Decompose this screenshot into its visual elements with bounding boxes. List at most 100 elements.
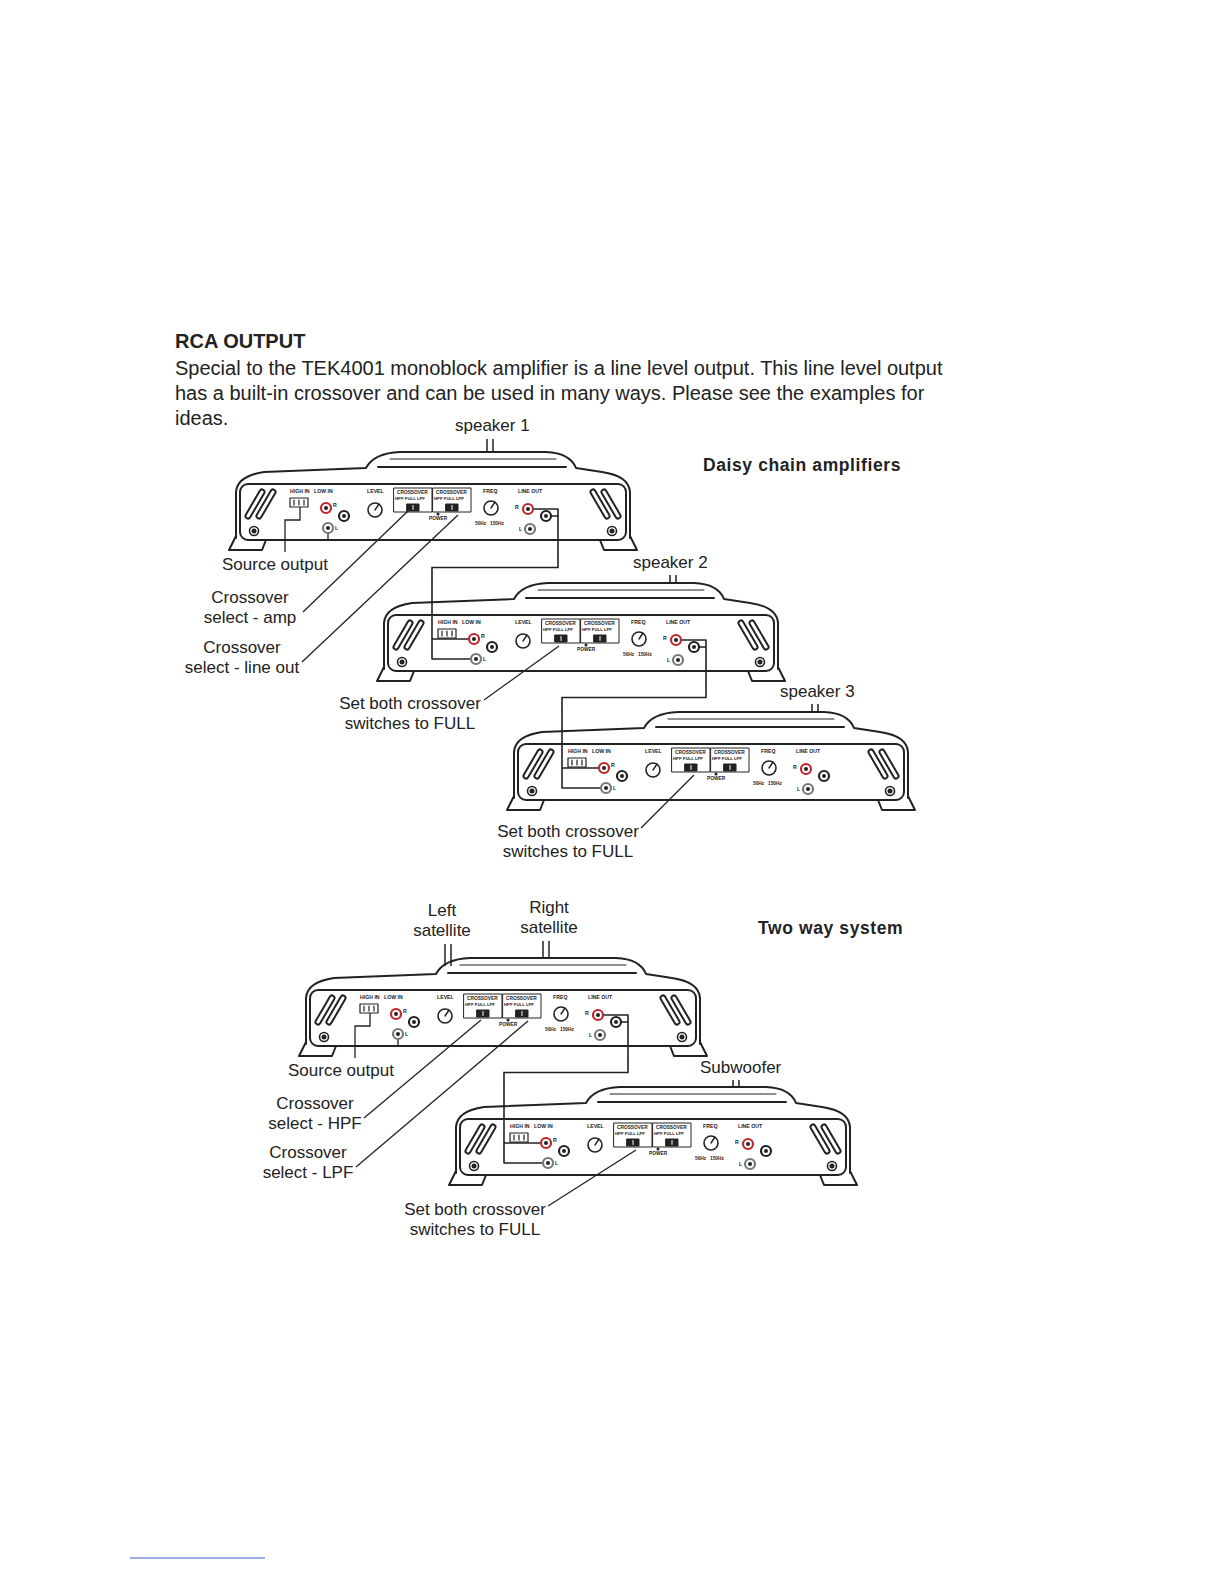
leader-line — [356, 1021, 528, 1167]
panel-label: R — [403, 1009, 407, 1014]
panel-label: L — [667, 658, 670, 663]
panel-label: HPF FULL LPF — [543, 628, 573, 632]
panel-label: 50Hz — [695, 1157, 706, 1162]
panel-label: HIGH IN — [438, 620, 458, 625]
amplifier-illustration — [228, 452, 638, 552]
panel-label: CROSSOVER — [617, 1126, 648, 1131]
callout-label: Daisy chain amplifiers — [703, 455, 901, 475]
panel-label: CROSSOVER — [584, 622, 615, 627]
panel-label: R — [585, 1011, 589, 1016]
panel-label: CROSSOVER — [467, 997, 498, 1002]
panel-label: LINE OUT — [796, 749, 820, 754]
panel-label: HIGH IN — [568, 749, 588, 754]
panel-label: LOW IN — [534, 1124, 553, 1129]
panel-label: LINE OUT — [588, 995, 612, 1000]
panel-label: LOW IN — [592, 749, 611, 754]
panel-label: L — [797, 787, 800, 792]
panel-label: HPF FULL LPF — [504, 1003, 534, 1007]
amplifier: HIGH INLOW INRLLEVELCROSSOVERHPF FULL LP… — [448, 1087, 858, 1187]
panel-label: LINE OUT — [666, 620, 690, 625]
callout-label: Crossover select - amp — [189, 588, 311, 628]
leader-line — [641, 775, 694, 828]
callout-label: Two way system — [758, 918, 903, 938]
panel-label: R — [735, 1140, 739, 1145]
callout-label: Set both crossover switches to FULL — [335, 694, 485, 734]
amplifier: HIGH INLOW INRLLEVELCROSSOVERHPF FULL LP… — [298, 958, 708, 1058]
callout-label: Crossover select - HPF — [254, 1094, 376, 1134]
heading: RCA OUTPUT — [175, 329, 305, 353]
callout-label: Set both crossover switches to FULL — [493, 822, 643, 862]
panel-label: FREQ — [553, 995, 567, 1000]
amplifier-illustration — [506, 712, 916, 812]
amplifier: HIGH INLOW INRLLEVELCROSSOVERHPF FULL LP… — [376, 583, 786, 683]
body-text: Special to the TEK4001 monoblock amplifi… — [175, 356, 965, 431]
leader-line — [548, 1150, 636, 1206]
panel-label: LEVEL — [587, 1124, 604, 1129]
rca-cable — [562, 683, 706, 712]
panel-label: HIGH IN — [510, 1124, 530, 1129]
panel-label: HPF FULL LPF — [673, 757, 703, 761]
amplifier-illustration — [448, 1087, 858, 1187]
callout-label: speaker 2 — [633, 553, 708, 573]
speaker-wire — [487, 439, 493, 452]
panel-label: 150Hz — [490, 522, 504, 527]
callout-label: Crossover select - LPF — [247, 1143, 369, 1183]
callout-label: speaker 1 — [455, 416, 530, 436]
panel-label: FREQ — [631, 620, 645, 625]
panel-label: CROSSOVER — [397, 491, 428, 496]
callout-label: Source output — [288, 1061, 394, 1081]
panel-label: POWER — [577, 648, 595, 653]
panel-label: LINE OUT — [518, 489, 542, 494]
panel-label: POWER — [499, 1023, 517, 1028]
panel-label: L — [519, 527, 522, 532]
panel-label: R — [553, 1138, 557, 1143]
panel-label: LEVEL — [367, 489, 384, 494]
panel-label: HIGH IN — [360, 995, 380, 1000]
panel-label: CROSSOVER — [656, 1126, 687, 1131]
panel-label: POWER — [429, 517, 447, 522]
panel-label: HIGH IN — [290, 489, 310, 494]
panel-label: LINE OUT — [738, 1124, 762, 1129]
amplifier: HIGH INLOW INRLLEVELCROSSOVERHPF FULL LP… — [228, 452, 638, 552]
panel-label: L — [335, 526, 338, 531]
panel-label: L — [483, 657, 486, 662]
panel-label: R — [611, 763, 615, 768]
panel-label: 150Hz — [768, 782, 782, 787]
callout-label: Subwoofer — [700, 1058, 781, 1078]
panel-label: CROSSOVER — [675, 751, 706, 756]
panel-label: HPF FULL LPF — [654, 1132, 684, 1136]
panel-label: HPF FULL LPF — [465, 1003, 495, 1007]
callout-label: Crossover select - line out — [181, 638, 303, 678]
panel-label: 150Hz — [638, 653, 652, 658]
leader-line — [484, 646, 559, 700]
panel-label: FREQ — [703, 1124, 717, 1129]
panel-label: R — [515, 505, 519, 510]
speaker-wire — [812, 704, 818, 712]
panel-label: 150Hz — [560, 1028, 574, 1033]
speaker-wire — [670, 575, 676, 583]
panel-label: L — [613, 786, 616, 791]
panel-label: CROSSOVER — [545, 622, 576, 627]
panel-label: 50Hz — [545, 1028, 556, 1033]
panel-label: CROSSOVER — [714, 751, 745, 756]
panel-label: LOW IN — [384, 995, 403, 1000]
panel-label: 50Hz — [753, 782, 764, 787]
amplifier-illustration — [298, 958, 708, 1058]
source-leader — [285, 507, 328, 552]
panel-label: FREQ — [761, 749, 775, 754]
callout-label: Left satellite — [407, 901, 477, 941]
panel-label: LEVEL — [645, 749, 662, 754]
panel-label: LEVEL — [437, 995, 454, 1000]
callout-label: speaker 3 — [780, 682, 855, 702]
panel-label: LEVEL — [515, 620, 532, 625]
panel-label: FREQ — [483, 489, 497, 494]
panel-label: R — [333, 503, 337, 508]
panel-label: CROSSOVER — [506, 997, 537, 1002]
panel-label: HPF FULL LPF — [434, 497, 464, 501]
panel-label: CROSSOVER — [436, 491, 467, 496]
panel-label: HPF FULL LPF — [582, 628, 612, 632]
callout-label: Source output — [222, 555, 328, 575]
callout-label: Set both crossover switches to FULL — [400, 1200, 550, 1240]
